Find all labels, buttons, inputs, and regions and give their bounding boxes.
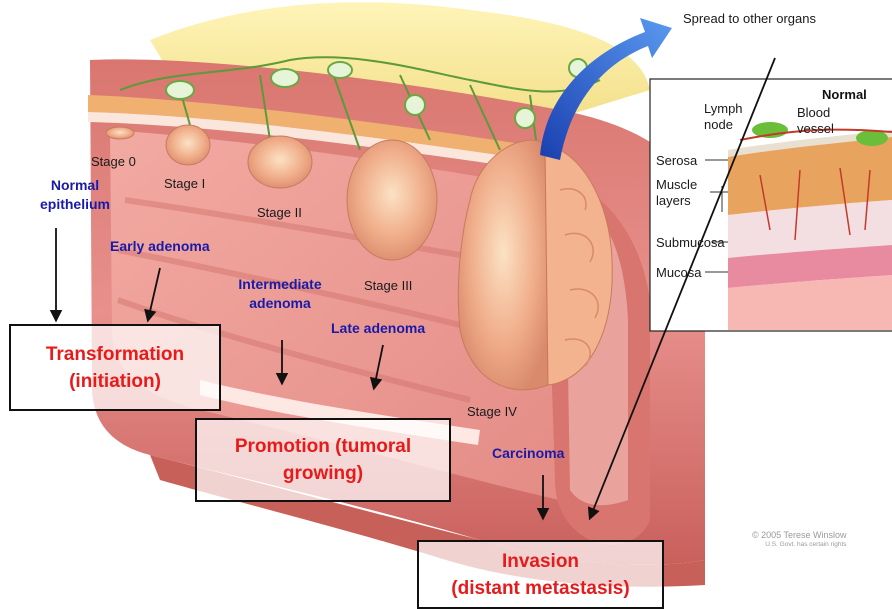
lymph-line1: Lymph [704,101,743,117]
serosa-label: Serosa [656,153,697,169]
intermediate-adenoma-line1: Intermediate [222,275,338,294]
transformation-line2: (initiation) [11,368,219,395]
copyright-credit: © 2005 Terese Winslow U.S. Govt. has cer… [752,530,847,550]
blood-line1: Blood [797,105,834,121]
stage-2-label: Stage II [257,205,302,220]
inset-tissue-layers [728,122,892,330]
stage-1-label: Stage I [164,176,205,191]
lymph-node-label: Lymph node [704,101,743,133]
inset-title: Normal [822,87,867,102]
muscle-line1: Muscle [656,177,697,193]
tumor-stage-1 [166,125,210,165]
muscle-line2: layers [656,193,697,209]
invasion-line1: Invasion [419,548,662,575]
invasion-line2: (distant metastasis) [419,575,662,602]
credit-line2: U.S. Govt. has certain rights [752,540,847,550]
tumor-stage-3 [347,140,437,260]
intermediate-adenoma-label: Intermediate adenoma [222,275,338,313]
mucosa-label: Mucosa [656,265,702,281]
credit-line1: © 2005 Terese Winslow [752,530,847,540]
intermediate-adenoma-line2: adenoma [222,294,338,313]
spread-label: Spread to other organs [683,11,816,26]
carcinoma-label: Carcinoma [492,444,564,463]
invasion-box: Invasion (distant metastasis) [417,540,664,609]
normal-epithelium-label: Normal epithelium [38,176,112,214]
transformation-box: Transformation (initiation) [9,324,221,411]
muscle-layers-label: Muscle layers [656,177,697,209]
blood-line2: vessel [797,121,834,137]
normal-epithelium-line2: epithelium [38,195,112,214]
blood-vessel-label: Blood vessel [797,105,834,137]
normal-epithelium-line1: Normal [38,176,112,195]
stage-0-label: Stage 0 [91,154,136,169]
stage-4-label: Stage IV [467,404,517,419]
promotion-line1: Promotion (tumoral [197,433,449,460]
promotion-box: Promotion (tumoral growing) [195,418,451,502]
early-adenoma-label: Early adenoma [110,237,210,256]
promotion-line2: growing) [197,460,449,487]
lymph-line2: node [704,117,743,133]
tumor-stage-2 [248,136,312,188]
submucosa-label: Submucosa [656,235,725,251]
tumor-stage-0 [106,127,134,139]
late-adenoma-label: Late adenoma [331,319,425,338]
stage-3-label: Stage III [364,278,412,293]
transformation-line1: Transformation [11,341,219,368]
